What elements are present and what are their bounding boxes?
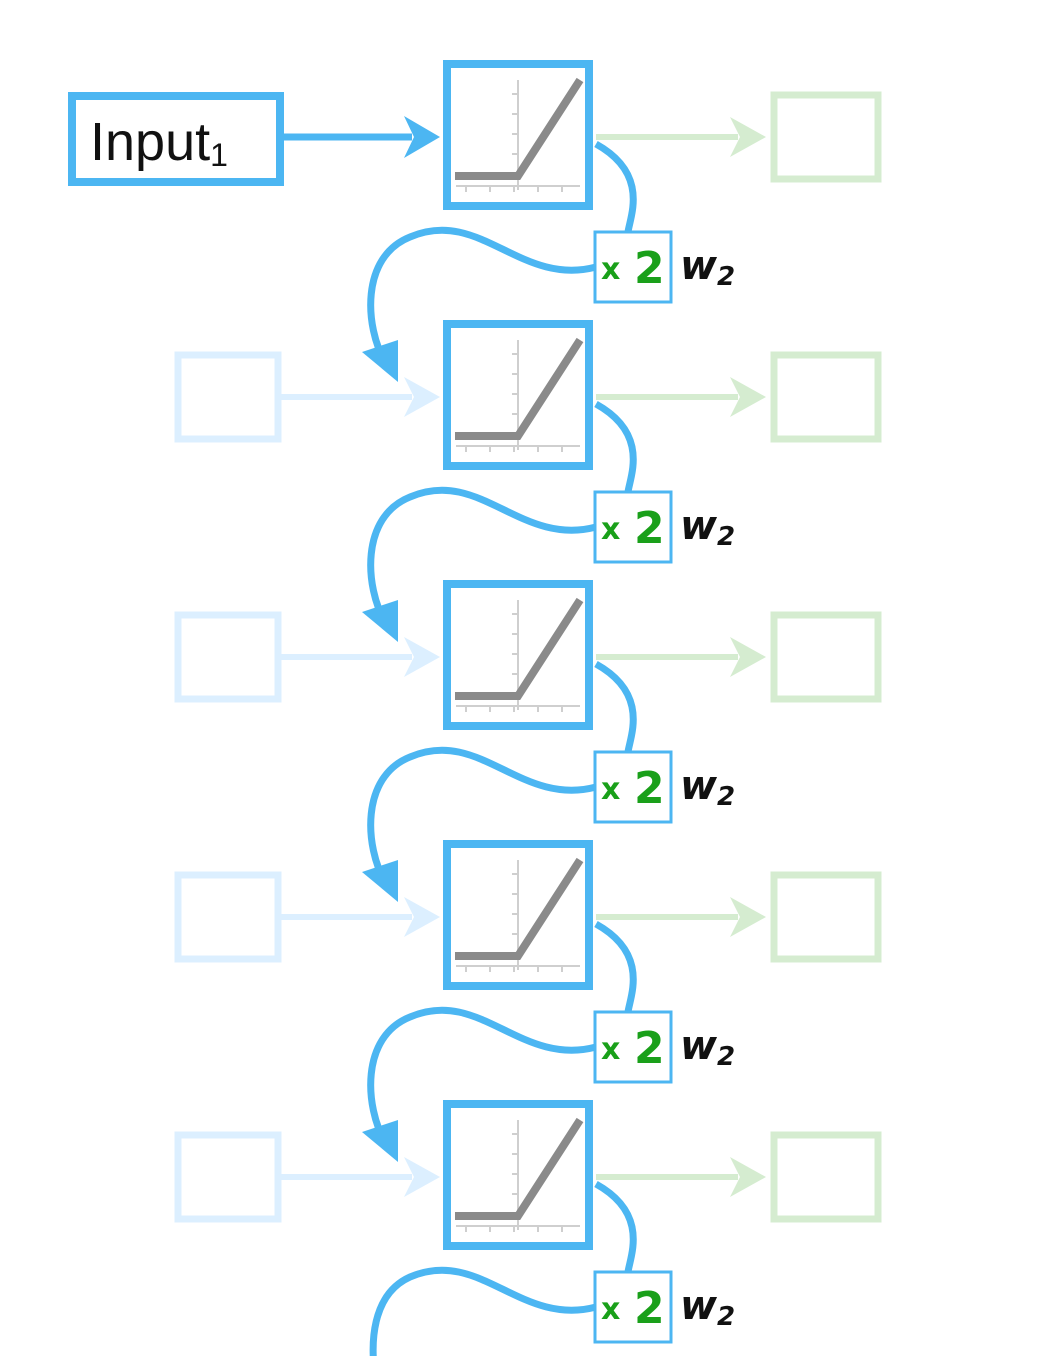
relu-activation-icon [443, 580, 593, 730]
relu-activation-icon [443, 60, 593, 210]
faded-output-node [596, 351, 882, 443]
multiplier-x: x [601, 252, 620, 287]
multiplier-value: 2 [634, 763, 665, 814]
faded-output-node [596, 91, 882, 183]
faded-output-node [596, 611, 882, 703]
faded-input-node [174, 1131, 440, 1223]
input-label: Input1 [90, 112, 228, 173]
multiplier-x: x [601, 512, 620, 547]
faded-input-node [174, 351, 440, 443]
multiplier-x: x [601, 1032, 620, 1067]
faded-output-node [596, 1131, 882, 1223]
multiplier-value: 2 [634, 503, 665, 554]
relu-activation-icon [443, 320, 593, 470]
multiplier-value: 2 [634, 1023, 665, 1074]
multiplier-x: x [601, 772, 620, 807]
weight-label: w2 [680, 243, 735, 292]
input-arrow [282, 116, 440, 158]
input-node: Input1 [68, 92, 284, 186]
faded-output-node [596, 871, 882, 963]
faded-input-node [174, 611, 440, 703]
feedback-loop-arrow [362, 400, 637, 642]
weight-label: w2 [680, 1283, 735, 1332]
weight-label: w2 [680, 763, 735, 812]
feedback-loop-arrow [362, 660, 637, 902]
multiplier-value: 2 [634, 243, 665, 294]
weight-label: w2 [680, 503, 735, 552]
feedback-loop-arrow [369, 1180, 637, 1356]
feedback-loop-arrow [362, 140, 637, 382]
relu-activation-icon [443, 1100, 593, 1250]
weight-label: w2 [680, 1023, 735, 1072]
faded-input-node [174, 871, 440, 963]
relu-activation-icon [443, 840, 593, 990]
multiplier-x: x [601, 1292, 620, 1327]
multiplier-value: 2 [634, 1283, 665, 1334]
feedback-loop-arrow [362, 920, 637, 1162]
